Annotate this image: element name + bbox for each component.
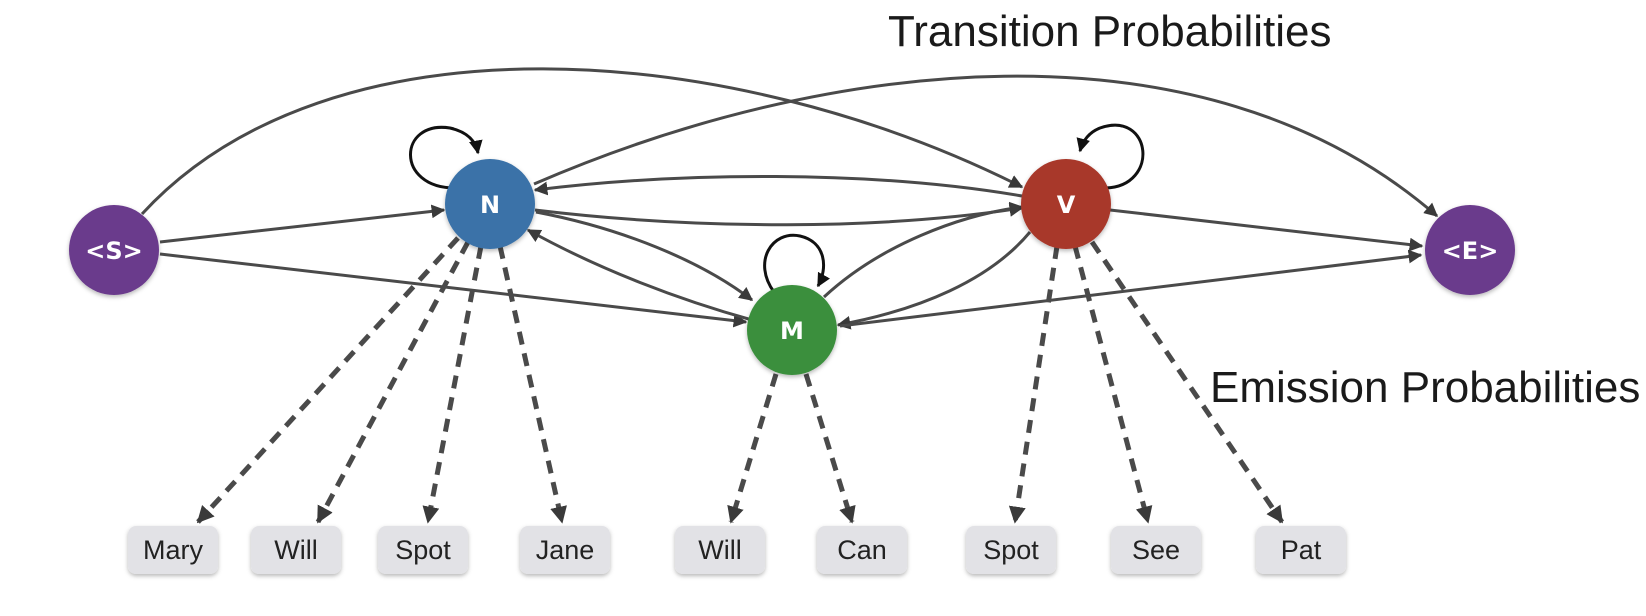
emission-noun-spot	[422, 245, 484, 524]
observation-modal-will: Will	[675, 526, 765, 574]
observation-label: Will	[274, 535, 317, 565]
edge-modal-to-verb	[822, 201, 1024, 299]
state-node-start: <S>	[69, 205, 159, 295]
emission-verb-see	[1072, 245, 1153, 524]
state-label-start: <S>	[85, 237, 143, 265]
emission-probabilities-caption: Emission Probabilities	[1210, 363, 1640, 412]
observation-verb-pat: Pat	[1256, 526, 1346, 574]
state-node-end: <E>	[1425, 205, 1515, 295]
emission-modal-will	[727, 373, 779, 524]
emission-noun-mary	[196, 236, 460, 524]
emission-verb-spot	[1008, 245, 1060, 524]
observation-label: Spot	[395, 535, 451, 565]
self-loop-noun	[409, 125, 483, 190]
observation-label: Spot	[983, 535, 1039, 565]
state-label-noun: N	[480, 191, 500, 219]
observation-label: Mary	[143, 535, 203, 565]
state-node-verb: V	[1021, 159, 1111, 249]
emission-modal-can	[803, 373, 856, 524]
observation-noun-will: Will	[251, 526, 341, 574]
edge-modal-to-noun	[526, 228, 753, 322]
self-loop-modal	[763, 233, 831, 293]
state-node-noun: N	[445, 159, 535, 249]
emission-noun-jane	[497, 245, 567, 524]
emission-edges	[196, 236, 1285, 524]
edge-verb-to-noun	[533, 174, 1023, 198]
state-node-modal: M	[747, 285, 837, 375]
observation-label: Will	[698, 535, 741, 565]
edge-start-to-noun	[159, 204, 446, 244]
observation-words: Mary Will Spot Jane Will Can Spot See	[128, 526, 1346, 574]
observation-verb-spot: Spot	[966, 526, 1056, 574]
edge-start-to-verb	[140, 67, 1024, 216]
observation-modal-can: Can	[817, 526, 907, 574]
observation-noun-jane: Jane	[520, 526, 610, 574]
self-loops	[409, 124, 1145, 293]
transition-probabilities-caption: Transition Probabilities	[888, 7, 1331, 56]
edge-noun-to-end	[533, 74, 1439, 218]
observation-verb-see: See	[1111, 526, 1201, 574]
edge-noun-to-modal	[535, 210, 754, 302]
state-label-modal: M	[780, 317, 804, 345]
edge-noun-to-verb	[534, 203, 1024, 227]
observation-label: Jane	[536, 535, 595, 565]
self-loop-verb	[1076, 124, 1145, 190]
edge-verb-to-end	[1109, 208, 1424, 252]
state-label-end: <E>	[1442, 237, 1499, 265]
observation-noun-mary: Mary	[128, 526, 218, 574]
edge-start-to-modal	[159, 252, 748, 328]
observation-label: See	[1132, 535, 1180, 565]
state-label-verb: V	[1057, 191, 1076, 219]
edge-verb-to-modal	[836, 231, 1032, 330]
observation-noun-spot: Spot	[378, 526, 468, 574]
emission-verb-pat	[1089, 240, 1285, 524]
edge-modal-to-end	[839, 249, 1423, 328]
emission-noun-will	[315, 240, 471, 524]
observation-label: Pat	[1281, 535, 1322, 565]
state-nodes: <S> N M V <E>	[69, 159, 1515, 375]
observation-label: Can	[837, 535, 887, 565]
transition-edges	[140, 67, 1439, 330]
